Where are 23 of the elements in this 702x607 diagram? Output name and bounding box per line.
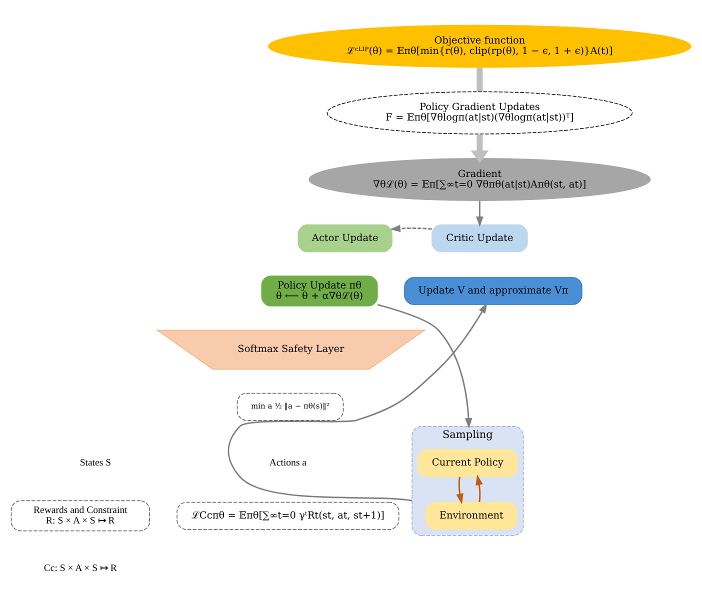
node-box: Update V and approximate Vπ [404,277,582,305]
node-box: Critic Update [432,224,528,252]
label: Cc: S × A × S ↦ R [44,563,117,574]
arrow [470,134,489,164]
arrow [476,474,483,502]
label: States S [80,458,112,469]
node-box: Environment [426,502,518,530]
arrow [228,302,488,502]
label: Actions a [269,458,307,469]
arrow [378,304,472,429]
arrow [456,476,464,504]
arrow [476,200,484,228]
node-ellipse: Objective function ℒᶜᴸᴵᴾ(θ) = 𝔼πθ[min{r(θ), clip(rp(θ), 1 − ϵ, 1 + ϵ)}A(t)] [268,24,692,68]
arrow [390,224,432,232]
node-box: min a ½ ‖a − πθ(s)‖² [236,392,344,421]
connector [476,68,483,92]
node-box: Actor Update [298,224,392,252]
node-box: Current Policy [418,449,518,478]
node-box: Rewards and Constraint R: S × A × S ↦ R [10,500,150,532]
node-box: Policy Update πθ θ ⟵ θ + α∇θℒ(θ) [261,276,378,306]
node-box: ℒCcπθ = 𝔼πθ[∑∞t=0 γᵗRt(st, at, st+1)] [176,502,400,530]
node-ellipse: Gradient ∇θℒ(θ) = 𝔼π[∑∞t=0 ∇θπθ(at|st)Aπθ(st, at)] [308,158,651,201]
node-ellipse: Policy Gradient Updates F = 𝔼πθ[∇θlogπ(at|st)(∇θlogπ(at|st))ᵀ] [326,91,633,134]
